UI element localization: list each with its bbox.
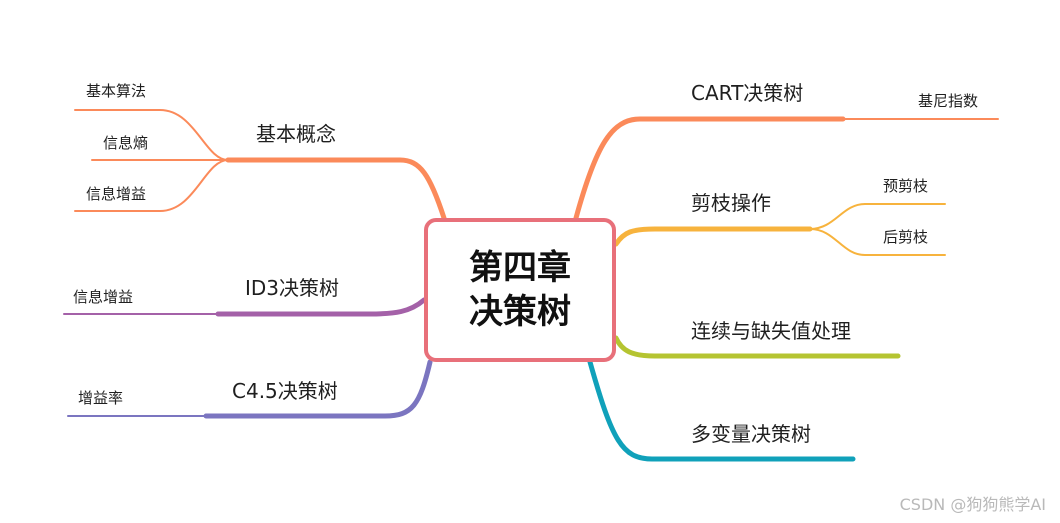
branch-basic-child-3 xyxy=(74,159,229,212)
branch-id3-main xyxy=(215,297,427,317)
subtopic-gain-ratio[interactable]: 增益率 xyxy=(78,389,124,407)
central-topic-line-2: 决策树 xyxy=(469,292,571,332)
subtopic-gini-index[interactable]: 基尼指数 xyxy=(918,92,979,110)
branch-basic-child-1 xyxy=(74,109,229,161)
topic-cart-decision-tree[interactable]: CART决策树 xyxy=(691,81,804,105)
watermark: CSDN @狗狗熊学AI xyxy=(899,495,1046,514)
subtopic-pre-pruning[interactable]: 预剪枝 xyxy=(883,177,929,195)
subtopic-information-gain[interactable]: 信息增益 xyxy=(86,185,147,203)
branch-continuous-main xyxy=(613,335,901,359)
branch-cart-main xyxy=(573,116,846,221)
branch-pruning-main xyxy=(613,226,813,247)
branch-pruning-child-1 xyxy=(809,203,946,230)
subtopic-information-entropy[interactable]: 信息熵 xyxy=(103,134,149,152)
branch-multivariate-main xyxy=(587,359,856,462)
topic-id3-decision-tree[interactable]: ID3决策树 xyxy=(245,276,340,300)
subtopic-basic-algorithm[interactable]: 基本算法 xyxy=(86,82,147,100)
topic-basic-concepts[interactable]: 基本概念 xyxy=(256,122,336,146)
topic-pruning[interactable]: 剪枝操作 xyxy=(691,191,771,215)
topic-c45-decision-tree[interactable]: C4.5决策树 xyxy=(232,379,338,403)
subtopic-id3-information-gain[interactable]: 信息增益 xyxy=(73,288,134,306)
subtopic-post-pruning[interactable]: 后剪枝 xyxy=(883,228,929,246)
topic-multivariate-decision-tree[interactable]: 多变量决策树 xyxy=(691,422,811,446)
branch-basic-main xyxy=(225,157,447,221)
branch-pruning-child-2 xyxy=(809,228,946,256)
branch-c45-main xyxy=(203,359,433,419)
central-topic[interactable]: 第四章 决策树 xyxy=(424,218,616,362)
topic-continuous-missing-values[interactable]: 连续与缺失值处理 xyxy=(691,319,851,343)
central-topic-line-1: 第四章 xyxy=(469,248,571,288)
